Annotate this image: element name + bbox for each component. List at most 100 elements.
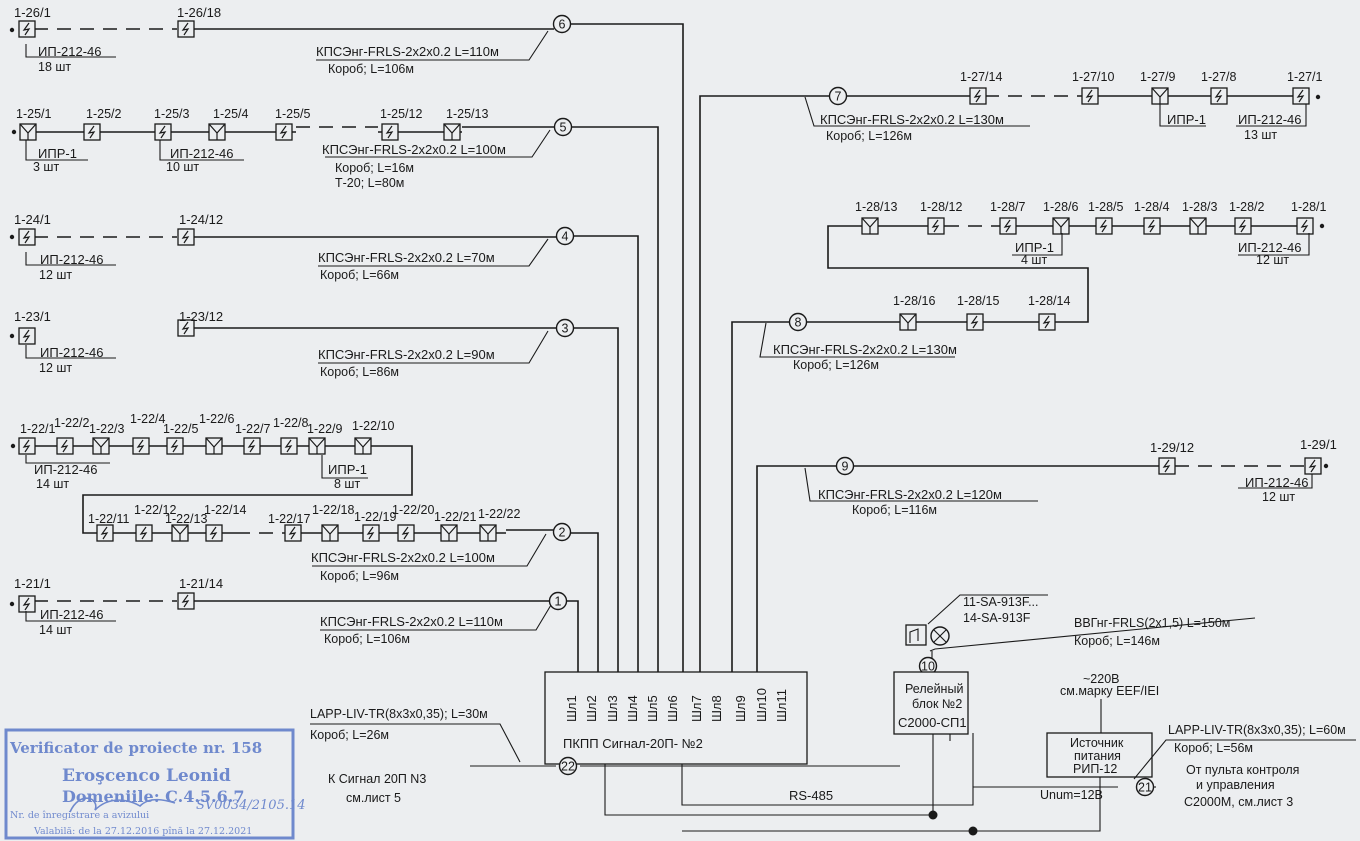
cable-spec: КПСЭнг-FRLS-2x2x0.2 L=100м: [322, 142, 506, 157]
verification-stamp: Verificator de proiecte nr. 158 Eroşcenc…: [4, 728, 306, 840]
power-voltage: ~220В: [1083, 672, 1120, 686]
loop-number-marker: [555, 226, 575, 246]
group-label: ИП-212-46: [40, 345, 104, 360]
loop-number: 1: [555, 595, 562, 609]
smoke-detector-icon: [1081, 87, 1099, 105]
end-of-line-dot: [11, 129, 17, 135]
device-label: 1-22/14: [204, 503, 246, 517]
cable-spec: КПСЭнг-FRLS-2x2x0.2 L=110м: [316, 44, 499, 59]
device-label: 1-22/5: [163, 422, 198, 436]
stamp-line-2: Eroşcenco Leonid: [62, 766, 231, 786]
group-qty: 14 шт: [39, 623, 72, 637]
device-label: 1-25/13: [446, 107, 488, 121]
loop-number: 7: [835, 90, 842, 104]
smoke-detector-icon: [969, 87, 987, 105]
device-label: 1-25/12: [380, 107, 422, 121]
panel-loop-label: Шл9: [733, 695, 748, 722]
group-qty: 4 шт: [1021, 253, 1047, 267]
end-of-line-dot: [10, 443, 16, 449]
cable-21-spec: LAPP-LIV-TR(8x3x0,35); L=60м: [1168, 723, 1346, 737]
device-label: 1-25/5: [275, 107, 310, 121]
smoke-detector-icon: [275, 123, 293, 141]
device-label: 1-22/1: [20, 422, 55, 436]
group-qty: 3 шт: [33, 160, 59, 174]
cable-route: Короб; L=106м: [324, 632, 410, 646]
manual-call-point-icon: [479, 524, 497, 542]
device-label: 1-28/2: [1229, 200, 1264, 214]
manual-call-point-icon: [321, 524, 339, 542]
relay-title-2: блок №2: [912, 697, 962, 711]
loop-4-labels: 1-24/1 1-24/12 ИП-212-46 12 шт КПСЭнг-FR…: [14, 212, 549, 282]
device-label: 1-25/3: [154, 107, 189, 121]
smoke-detector-icon: [96, 524, 114, 542]
panel-loop-label: Шл3: [605, 695, 620, 722]
smoke-detector-icon: [381, 123, 399, 141]
device-label: 1-28/7: [990, 200, 1025, 214]
loop-number-marker: [552, 14, 572, 34]
cable-spec: КПСЭнг-FRLS-2x2x0.2 L=110м: [320, 614, 503, 629]
manual-call-point-icon: [208, 123, 226, 141]
manual-call-point-icon: [205, 437, 223, 455]
device-label: 1-25/2: [86, 107, 121, 121]
group-qty: 18 шт: [38, 60, 71, 74]
stamp-line-5: Valabilă: de la 27.12.2016 pînă la 27.12…: [33, 826, 252, 837]
smoke-detector-icon: [243, 437, 261, 455]
device-label: 1-28/5: [1088, 200, 1123, 214]
loop-number-marker: [548, 591, 568, 611]
device-label: 1-22/12: [134, 503, 176, 517]
device-label: 1-28/15: [957, 294, 999, 308]
device-label: 1-23/1: [14, 309, 51, 324]
manual-call-point-icon: [899, 313, 917, 331]
source-21-c: С2000М, см.лист 3: [1184, 795, 1293, 809]
signature-scribble: [69, 797, 176, 813]
device-label: 1-29/12: [1150, 440, 1194, 455]
panel-title: ПКПП Сигнал-20П- №2: [563, 736, 703, 751]
panel-loop-label: Шл10: [754, 688, 769, 722]
smoke-detector-icon: [1038, 313, 1056, 331]
alarm-tag-b: 14-SA-913F: [963, 611, 1031, 625]
smoke-detector-icon: [205, 524, 223, 542]
smoke-detector-icon: [18, 595, 36, 613]
device-label: 1-29/1: [1300, 437, 1337, 452]
manual-call-point-icon: [92, 437, 110, 455]
device-label: 1-27/10: [1072, 70, 1114, 84]
group-label: ИП-212-46: [1245, 475, 1309, 490]
manual-call-point-icon: [443, 123, 461, 141]
end-of-line-dot: [9, 333, 15, 339]
device-label: 1-28/16: [893, 294, 935, 308]
group-qty: 12 шт: [39, 268, 72, 282]
loop-number: 10: [921, 660, 935, 674]
device-label: 1-22/7: [235, 422, 270, 436]
device-label: 1-28/13: [855, 200, 897, 214]
relay-cable-spec: ВВГнг-FRLS(2x1,5) L=150м: [1074, 616, 1230, 630]
group-label: ИПР-1: [38, 146, 77, 161]
device-label: 1-22/17: [268, 512, 310, 526]
loop-number: 2: [559, 526, 566, 540]
group-label: ИПР-1: [1015, 240, 1054, 255]
loop-number-marker: [828, 86, 848, 106]
device-label: 1-26/1: [14, 5, 51, 20]
group-qty: 12 шт: [1256, 253, 1289, 267]
power-ref: см.марку EEF/IEI: [1060, 684, 1159, 698]
junction-dot: [968, 826, 978, 836]
device-label: 1-28/14: [1028, 294, 1070, 308]
cable-22-route: Короб; L=26м: [310, 728, 389, 742]
device-label: 1-24/1: [14, 212, 51, 227]
cable-22-spec: LAPP-LIV-TR(8x3x0,35); L=30м: [310, 707, 488, 721]
loop-7-labels: КПСЭнг-FRLS-2x2x0.2 L=130м Короб; L=126м…: [804, 96, 1307, 143]
group-label: ИП-212-46: [40, 607, 104, 622]
target-22-b: см.лист 5: [346, 791, 401, 805]
smoke-detector-icon: [1234, 217, 1252, 235]
smoke-detector-icon: [18, 228, 36, 246]
device-label: 1-24/12: [179, 212, 223, 227]
loop-2-labels: КПСЭнг-FRLS-2x2x0.2 L=100м Короб; L=96м: [311, 533, 547, 583]
cable-route: Короб; L=116м: [852, 503, 937, 517]
device-label: 1-21/14: [179, 576, 223, 591]
cable-spec: КПСЭнг-FRLS-2x2x0.2 L=100м: [311, 550, 495, 565]
loop-number-marker: [552, 522, 572, 542]
cable-spec: КПСЭнг-FRLS-2x2x0.2 L=120м: [818, 487, 1002, 502]
